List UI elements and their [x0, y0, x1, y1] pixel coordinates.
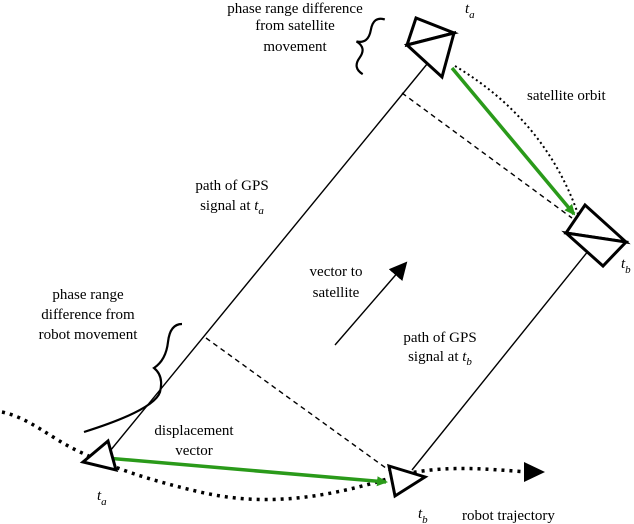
robot-trajectory-curve	[1, 410, 533, 502]
vector-to-sat-line1: vector to	[310, 264, 363, 280]
sat-phase-line2: from satellite	[255, 18, 335, 34]
satellite-perpendicular-dashed	[401, 92, 573, 219]
robot-ta-icon	[79, 438, 119, 473]
satellite-orbit-label: satellite orbit	[527, 88, 607, 104]
gps-path-b-line	[411, 244, 594, 471]
vector-to-satellite-arrow	[334, 261, 408, 346]
displacement-line2: vector	[175, 443, 212, 459]
gps-path-a-line	[109, 57, 433, 452]
path-a-line1: path of GPS	[195, 178, 268, 194]
path-b-line1: path of GPS	[403, 330, 476, 346]
satellite-motion-arrow	[450, 66, 576, 216]
robot-ta-label: ta	[97, 488, 107, 508]
robot-tb-icon	[387, 463, 429, 499]
trajectory-arrowhead	[524, 462, 545, 482]
path-b-line2: signal at tb	[408, 349, 472, 368]
vector-to-sat-line2: satellite	[313, 285, 360, 301]
robot-phase-brace	[83, 322, 183, 434]
satellite-orbit-curve	[454, 65, 579, 215]
robot-phase-line1: phase range	[52, 287, 124, 303]
displacement-vector-arrow	[105, 456, 388, 487]
sat-phase-line1: phase range difference	[227, 1, 363, 17]
satellite-ta-lower-icon	[403, 30, 457, 80]
sat-tb-label: tb	[621, 256, 631, 276]
robot-perpendicular-dashed	[205, 337, 391, 472]
satellite-tb-lower-icon	[561, 230, 630, 269]
path-a-line2: signal at ta	[200, 198, 264, 217]
sat-phase-line3: movement	[263, 39, 327, 55]
displacement-line1: displacement	[154, 423, 234, 439]
robot-trajectory-label: robot trajectory	[462, 508, 555, 524]
satellite-phase-brace	[355, 17, 386, 76]
robot-tb-label: tb	[418, 506, 428, 524]
sat-ta-label: ta	[465, 1, 475, 21]
robot-phase-line3: robot movement	[39, 327, 139, 343]
robot-phase-line2: difference from	[41, 307, 135, 323]
